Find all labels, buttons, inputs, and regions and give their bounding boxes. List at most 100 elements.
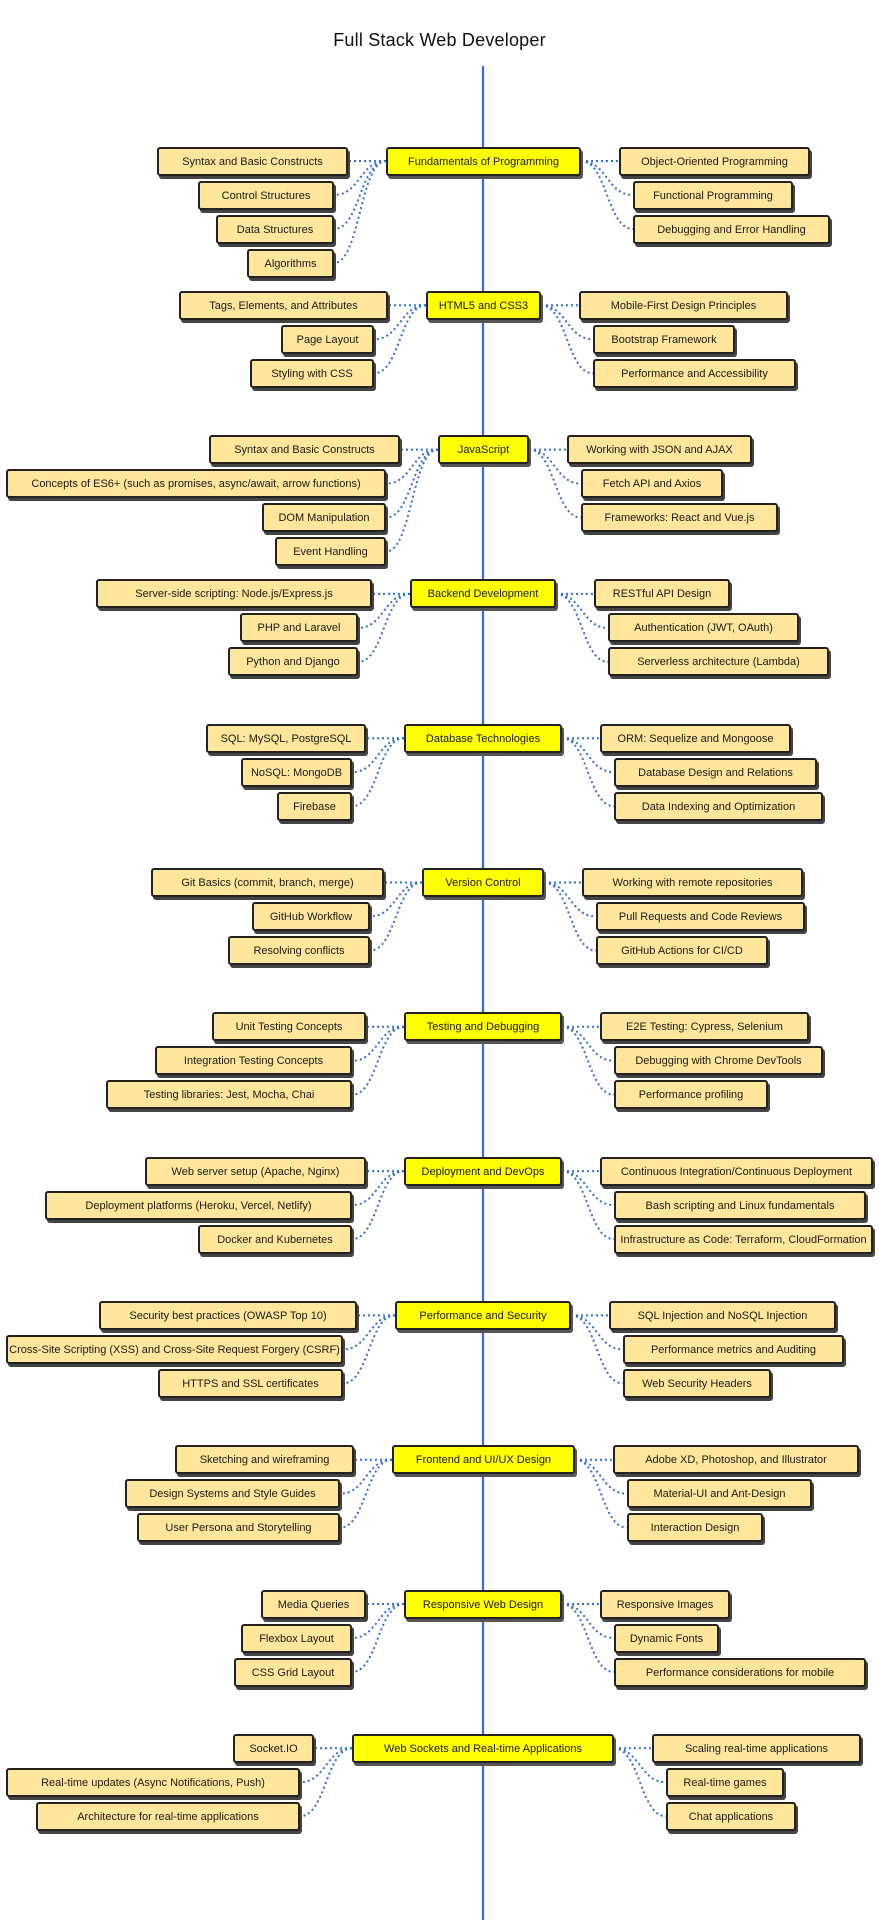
topic-web-sockets-and-real-time-applications: Web Sockets and Real-time Applications bbox=[352, 1734, 614, 1763]
left-subtopic-syntax-and-basic-constructs: Syntax and Basic Constructs bbox=[209, 435, 400, 464]
left-subtopic-git-basics-commit-branch-merge: Git Basics (commit, branch, merge) bbox=[151, 868, 384, 897]
right-subtopic-chat-applications: Chat applications bbox=[666, 1802, 796, 1831]
topic-responsive-web-design: Responsive Web Design bbox=[404, 1590, 562, 1619]
right-subtopic-web-security-headers: Web Security Headers bbox=[623, 1369, 771, 1398]
right-subtopic-real-time-games: Real-time games bbox=[666, 1768, 784, 1797]
right-subtopic-working-with-remote-repositories: Working with remote repositories bbox=[582, 868, 803, 897]
left-subtopic-security-best-practices-owasp-top-10: Security best practices (OWASP Top 10) bbox=[99, 1301, 357, 1330]
right-subtopic-infrastructure-as-code-terraform-cloudformation: Infrastructure as Code: Terraform, Cloud… bbox=[614, 1225, 873, 1254]
left-subtopic-socket-io: Socket.IO bbox=[233, 1734, 314, 1763]
right-subtopic-functional-programming: Functional Programming bbox=[633, 181, 793, 210]
left-subtopic-python-and-django: Python and Django bbox=[228, 647, 358, 676]
topic-backend-development: Backend Development bbox=[410, 579, 556, 608]
right-subtopic-performance-profiling: Performance profiling bbox=[614, 1080, 768, 1109]
connector-version-control-left-2 bbox=[369, 881, 423, 952]
right-subtopic-responsive-images: Responsive Images bbox=[600, 1590, 730, 1619]
topic-frontend-and-ui-ux-design: Frontend and UI/UX Design bbox=[392, 1445, 575, 1474]
right-subtopic-bootstrap-framework: Bootstrap Framework bbox=[593, 325, 735, 354]
left-subtopic-media-queries: Media Queries bbox=[261, 1590, 366, 1619]
connector-web-sockets-and-real-time-applications-right-2 bbox=[613, 1747, 667, 1818]
left-subtopic-testing-libraries-jest-mocha-chai: Testing libraries: Jest, Mocha, Chai bbox=[106, 1080, 352, 1109]
left-subtopic-deployment-platforms-heroku-vercel-netlify: Deployment platforms (Heroku, Vercel, Ne… bbox=[45, 1191, 352, 1220]
right-subtopic-restful-api-design: RESTful API Design bbox=[594, 579, 730, 608]
topic-deployment-and-devops: Deployment and DevOps bbox=[404, 1157, 562, 1186]
left-subtopic-real-time-updates-async-notifications-push: Real-time updates (Async Notifications, … bbox=[6, 1768, 300, 1797]
connector-deployment-and-devops-left-2 bbox=[351, 1170, 405, 1241]
left-subtopic-php-and-laravel: PHP and Laravel bbox=[240, 613, 358, 642]
right-subtopic-pull-requests-and-code-reviews: Pull Requests and Code Reviews bbox=[596, 902, 805, 931]
left-subtopic-sketching-and-wireframing: Sketching and wireframing bbox=[175, 1445, 354, 1474]
left-subtopic-server-side-scripting-node-js-express-js: Server-side scripting: Node.js/Express.j… bbox=[96, 579, 372, 608]
left-subtopic-nosql-mongodb: NoSQL: MongoDB bbox=[241, 758, 352, 787]
connector-deployment-and-devops-right-2 bbox=[561, 1170, 615, 1241]
connector-frontend-and-ui-ux-design-right-2 bbox=[574, 1458, 628, 1529]
right-subtopic-serverless-architecture-lambda: Serverless architecture (Lambda) bbox=[608, 647, 829, 676]
right-subtopic-orm-sequelize-and-mongoose: ORM: Sequelize and Mongoose bbox=[600, 724, 791, 753]
right-subtopic-dynamic-fonts: Dynamic Fonts bbox=[614, 1624, 719, 1653]
connector-database-technologies-right-2 bbox=[561, 737, 615, 808]
left-subtopic-flexbox-layout: Flexbox Layout bbox=[241, 1624, 352, 1653]
left-subtopic-syntax-and-basic-constructs: Syntax and Basic Constructs bbox=[157, 147, 348, 176]
connector-database-technologies-left-2 bbox=[351, 737, 405, 808]
connector-fundamentals-of-programming-left-2 bbox=[333, 160, 387, 230]
connector-performance-and-security-right-2 bbox=[570, 1314, 624, 1385]
connector-html5-and-css3-right-2 bbox=[540, 304, 594, 375]
right-subtopic-bash-scripting-and-linux-fundamentals: Bash scripting and Linux fundamentals bbox=[614, 1191, 866, 1220]
left-subtopic-event-handling: Event Handling bbox=[275, 537, 386, 566]
topic-fundamentals-of-programming: Fundamentals of Programming bbox=[386, 147, 581, 176]
left-subtopic-css-grid-layout: CSS Grid Layout bbox=[234, 1658, 352, 1687]
left-subtopic-github-workflow: GitHub Workflow bbox=[252, 902, 370, 931]
right-subtopic-performance-and-accessibility: Performance and Accessibility bbox=[593, 359, 796, 388]
left-subtopic-page-layout: Page Layout bbox=[281, 325, 374, 354]
connector-javascript-left-2 bbox=[385, 448, 439, 519]
connector-version-control-right-2 bbox=[543, 881, 597, 952]
left-subtopic-cross-site-scripting-xss-and-cross-site-request-forgery-csrf: Cross-Site Scripting (XSS) and Cross-Sit… bbox=[6, 1335, 343, 1364]
right-subtopic-continuous-integration-continuous-deployment: Continuous Integration/Continuous Deploy… bbox=[600, 1157, 873, 1186]
left-subtopic-dom-manipulation: DOM Manipulation bbox=[262, 503, 386, 532]
right-subtopic-interaction-design: Interaction Design bbox=[627, 1513, 763, 1542]
right-subtopic-material-ui-and-ant-design: Material-UI and Ant-Design bbox=[627, 1479, 812, 1508]
right-subtopic-performance-metrics-and-auditing: Performance metrics and Auditing bbox=[623, 1335, 844, 1364]
right-subtopic-github-actions-for-ci-cd: GitHub Actions for CI/CD bbox=[596, 936, 768, 965]
right-subtopic-frameworks-react-and-vue-js: Frameworks: React and Vue.js bbox=[581, 503, 778, 532]
connector-backend-development-right-2 bbox=[555, 592, 609, 663]
connector-responsive-web-design-left-2 bbox=[351, 1603, 405, 1673]
left-subtopic-tags-elements-and-attributes: Tags, Elements, and Attributes bbox=[179, 291, 388, 320]
topic-javascript: JavaScript bbox=[438, 435, 529, 464]
diagram-title: Full Stack Web Developer bbox=[333, 30, 546, 50]
left-subtopic-control-structures: Control Structures bbox=[198, 181, 334, 210]
left-subtopic-user-persona-and-storytelling: User Persona and Storytelling bbox=[137, 1513, 340, 1542]
topic-version-control: Version Control bbox=[422, 868, 544, 897]
left-subtopic-integration-testing-concepts: Integration Testing Concepts bbox=[155, 1046, 352, 1075]
right-subtopic-sql-injection-and-nosql-injection: SQL Injection and NoSQL Injection bbox=[609, 1301, 836, 1330]
right-subtopic-debugging-and-error-handling: Debugging and Error Handling bbox=[633, 215, 830, 244]
right-subtopic-scaling-real-time-applications: Scaling real-time applications bbox=[652, 1734, 861, 1763]
right-subtopic-data-indexing-and-optimization: Data Indexing and Optimization bbox=[614, 792, 823, 821]
right-subtopic-authentication-jwt-oauth: Authentication (JWT, OAuth) bbox=[608, 613, 799, 642]
connector-frontend-and-ui-ux-design-left-2 bbox=[339, 1458, 393, 1529]
right-subtopic-fetch-api-and-axios: Fetch API and Axios bbox=[581, 469, 723, 498]
left-subtopic-data-structures: Data Structures bbox=[216, 215, 334, 244]
topic-performance-and-security: Performance and Security bbox=[395, 1301, 571, 1330]
connector-fundamentals-of-programming-left-3 bbox=[333, 160, 387, 264]
left-subtopic-concepts-of-es6-such-as-promises-async-await-arrow-functions: Concepts of ES6+ (such as promises, asyn… bbox=[6, 469, 386, 498]
connector-fundamentals-of-programming-right-2 bbox=[580, 160, 634, 230]
topic-testing-and-debugging: Testing and Debugging bbox=[404, 1012, 562, 1041]
right-subtopic-mobile-first-design-principles: Mobile-First Design Principles bbox=[579, 291, 788, 320]
connector-javascript-left-3 bbox=[385, 448, 439, 553]
left-subtopic-web-server-setup-apache-nginx: Web server setup (Apache, Nginx) bbox=[145, 1157, 366, 1186]
left-subtopic-algorithms: Algorithms bbox=[247, 249, 334, 278]
connector-testing-and-debugging-left-2 bbox=[351, 1025, 405, 1096]
connector-html5-and-css3-left-2 bbox=[373, 304, 427, 375]
right-subtopic-performance-considerations-for-mobile: Performance considerations for mobile bbox=[614, 1658, 866, 1687]
left-subtopic-docker-and-kubernetes: Docker and Kubernetes bbox=[198, 1225, 352, 1254]
connector-testing-and-debugging-right-2 bbox=[561, 1025, 615, 1096]
right-subtopic-object-oriented-programming: Object-Oriented Programming bbox=[619, 147, 810, 176]
left-subtopic-resolving-conflicts: Resolving conflicts bbox=[228, 936, 370, 965]
topic-database-technologies: Database Technologies bbox=[404, 724, 562, 753]
left-subtopic-unit-testing-concepts: Unit Testing Concepts bbox=[212, 1012, 366, 1041]
right-subtopic-adobe-xd-photoshop-and-illustrator: Adobe XD, Photoshop, and Illustrator bbox=[613, 1445, 859, 1474]
topic-html5-and-css3: HTML5 and CSS3 bbox=[426, 291, 541, 320]
connector-performance-and-security-left-2 bbox=[342, 1314, 396, 1385]
